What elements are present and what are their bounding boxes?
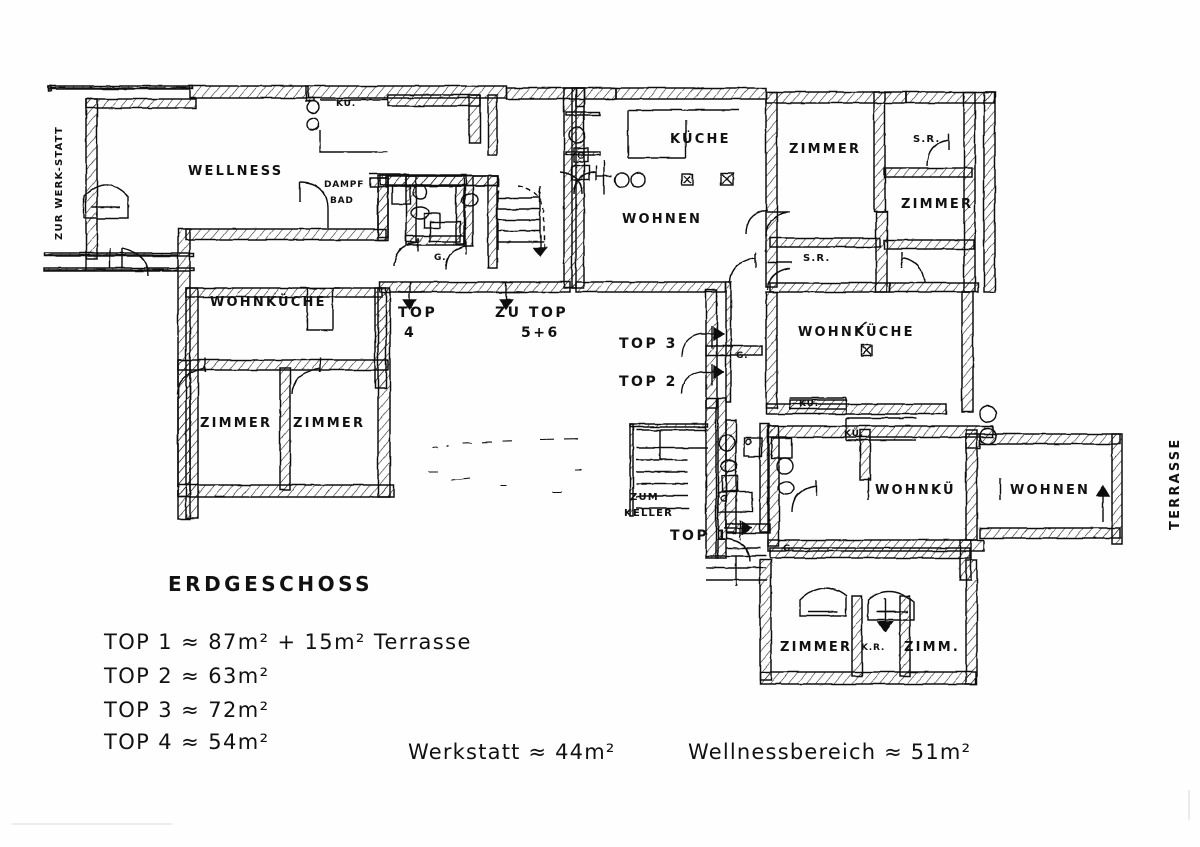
scan-artifact-2 <box>1188 790 1190 820</box>
page-title: ERDGESCHOSS <box>168 572 373 596</box>
scan-artifact-1 <box>12 823 172 825</box>
legend-top2-text: TOP 2 ≈ 63m² <box>104 664 270 688</box>
legend-row-top1: TOP 1 ≈ 87m² + 15m² Terrasse <box>104 630 472 654</box>
legend-top4-text: TOP 4 ≈ 54m² <box>104 730 270 754</box>
legend-row-top4: TOP 4 ≈ 54m² <box>104 730 269 754</box>
legend-wellnessbereich: Wellnessbereich ≈ 51m² <box>688 740 972 764</box>
legend-row-top3: TOP 3 ≈ 72m² <box>104 698 269 722</box>
legend-top3-text: TOP 3 ≈ 72m² <box>104 698 270 722</box>
legend-row-top2: TOP 2 ≈ 63m² <box>104 664 269 688</box>
legend-werkstatt: Werkstatt ≈ 44m² <box>408 740 616 764</box>
legend-top1-text: TOP 1 ≈ 87m² + 15m² Terrasse <box>104 630 472 654</box>
